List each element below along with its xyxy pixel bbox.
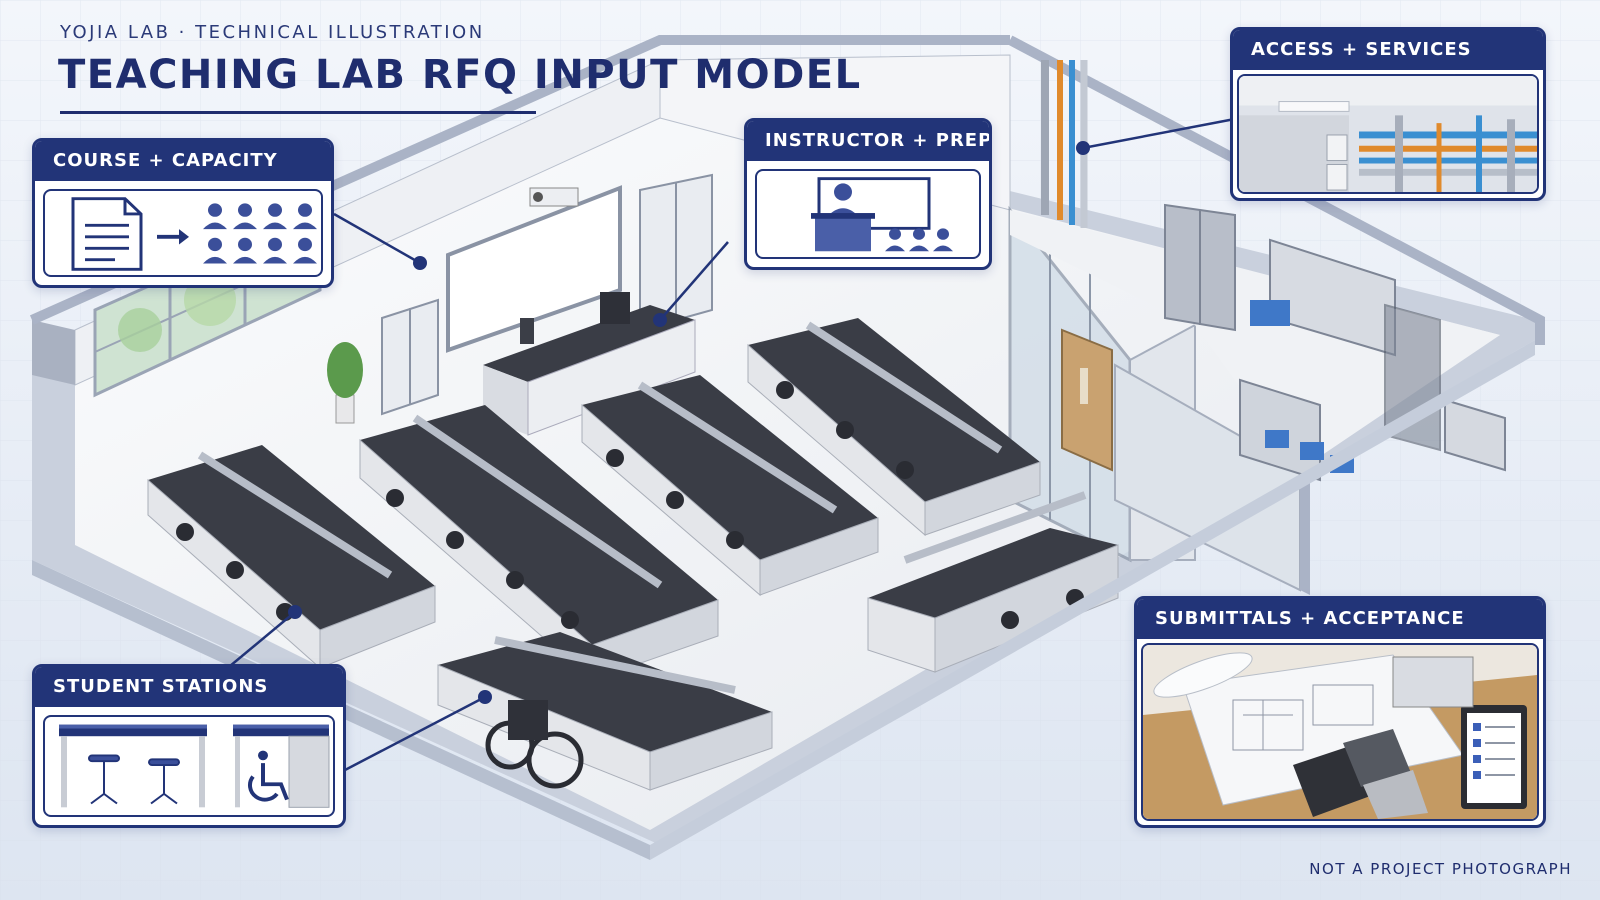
panel-access-services: ACCESS + SERVICES [1230,27,1546,201]
accessible-station-icon [233,724,330,808]
title-underline [60,111,536,114]
footer-note: NOT A PROJECT PHOTOGRAPH [1309,860,1572,878]
panel-course-capacity: COURSE + CAPACITY [32,138,334,288]
audience-icon [885,228,953,252]
panel-student-stations: STUDENT STATIONS [32,664,346,828]
panel-course-capacity-body [43,189,323,277]
kicker: YOJIA LAB · TECHNICAL ILLUSTRATION [60,22,485,43]
panel-student-stations-title: STUDENT STATIONS [35,667,343,707]
panel-submittals-acceptance-body [1141,643,1539,821]
panel-course-capacity-title: COURSE + CAPACITY [35,141,331,181]
panel-student-stations-body [43,715,335,817]
prep-room-floor [1010,210,1500,470]
stool-icon [88,754,180,805]
potted-plant [327,342,363,424]
wheelchair-icon [248,750,289,802]
panel-access-services-body [1237,74,1539,194]
document-icon [71,197,143,271]
panel-access-services-title: ACCESS + SERVICES [1233,30,1543,70]
panel-instructor-prep-title: INSTRUCTOR + PREP [747,121,989,161]
panel-submittals-acceptance-title: SUBMITTALS + ACCEPTANCE [1137,599,1543,639]
bench-row-5 [867,491,1119,673]
presenter-icon [811,183,875,252]
services-photo [1239,76,1537,192]
page-title: TEACHING LAB RFQ INPUT MODEL [58,52,862,98]
submittals-photo [1143,645,1537,819]
panel-instructor-prep: INSTRUCTOR + PREP [744,118,992,270]
arrow-right-icon [157,229,189,245]
clipboard-checklist [1461,705,1527,809]
people-group-icon [203,203,317,264]
panel-submittals-acceptance: SUBMITTALS + ACCEPTANCE [1134,596,1546,828]
material-samples [1293,729,1428,819]
workbench-icon [59,724,207,808]
panel-instructor-prep-body [755,169,981,259]
bench-row-2 [359,405,719,682]
whiteboard [446,185,622,353]
